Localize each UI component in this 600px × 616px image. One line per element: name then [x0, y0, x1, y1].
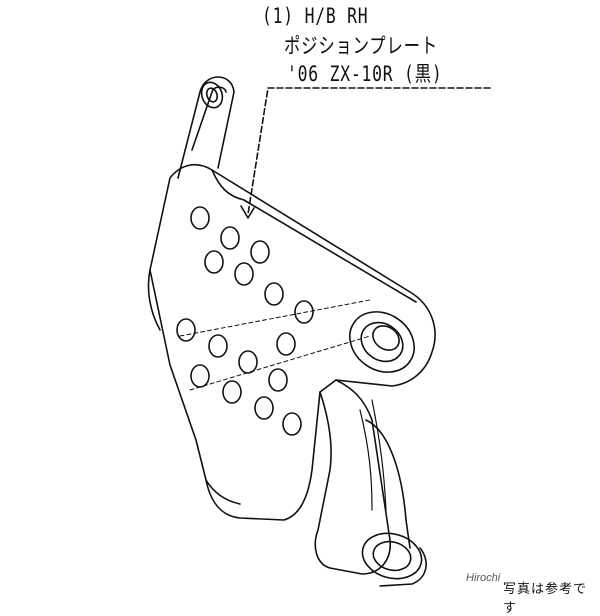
- part-number-line: (1) H/B RH: [262, 4, 369, 28]
- part-model-line: '06 ZX-10R (黒): [287, 62, 443, 86]
- top-mounting-ear: [177, 76, 235, 179]
- plate-outline: [147, 163, 436, 521]
- lower-arm: [314, 379, 427, 587]
- callout-leader-arrow: [240, 87, 491, 219]
- section-lines: [179, 299, 371, 391]
- position-holes: [176, 206, 314, 436]
- watermark: Hirochi: [466, 572, 501, 584]
- bracket-line-drawing: [147, 76, 491, 587]
- part-name-line: ポジションプレート: [284, 34, 438, 58]
- main-boss: [349, 311, 415, 373]
- disclaimer-text: 写真は参考です: [503, 582, 588, 616]
- lower-boss: [361, 532, 423, 580]
